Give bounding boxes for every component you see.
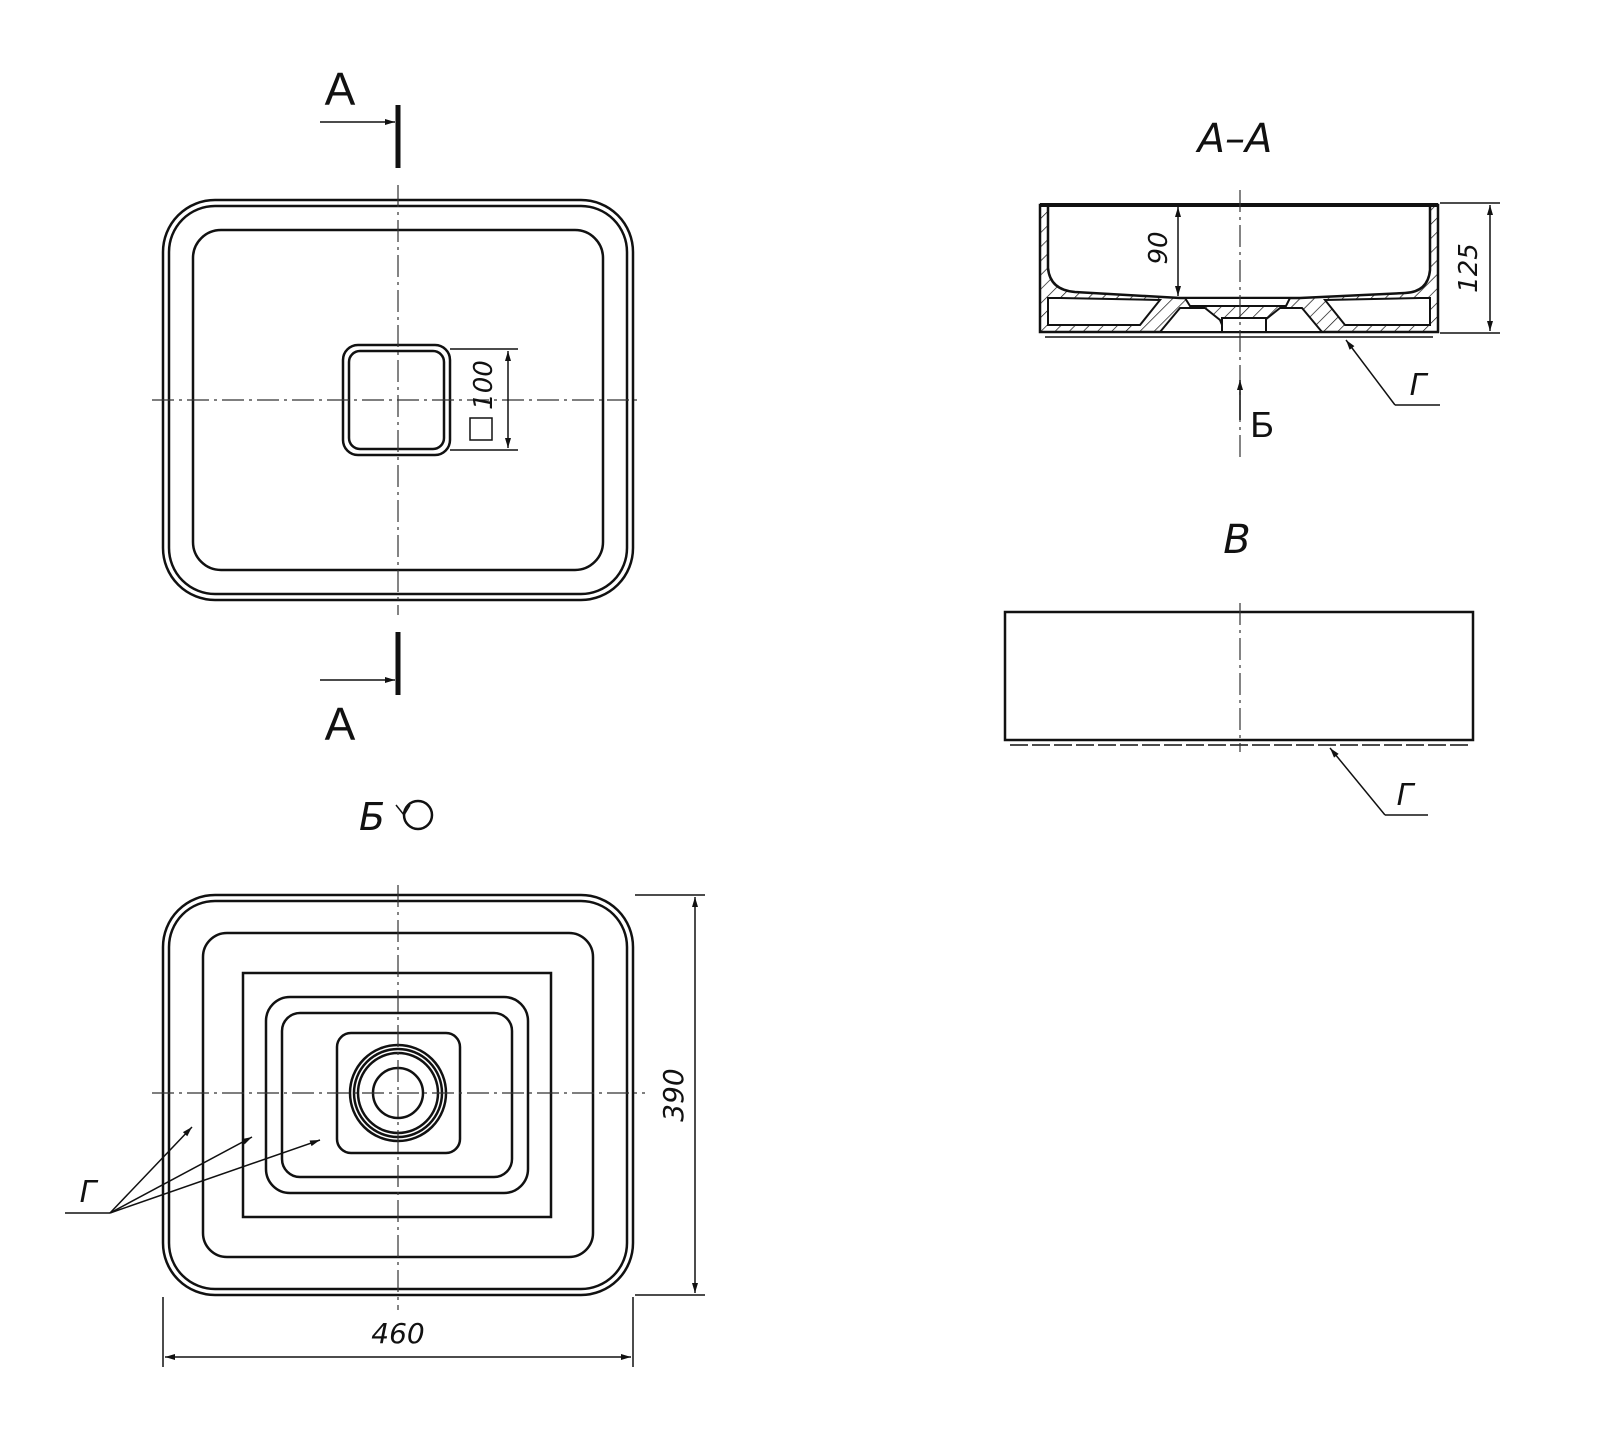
bottom-width-dimension: 460 (371, 1317, 424, 1350)
depth-dimension: 90 (1144, 231, 1174, 264)
section-view: А–А 90 125 Г Б (1038, 116, 1500, 460)
square-symbol-icon (469, 417, 493, 441)
side-view-title: В (1223, 517, 1250, 563)
side-view: В Г (1003, 517, 1475, 816)
leader-label: Г (1410, 368, 1429, 403)
section-mark-top: А (325, 63, 356, 115)
drain-dimension: 100 (469, 360, 499, 410)
rotation-symbol-icon (395, 799, 434, 831)
side-leader-label: Г (1397, 778, 1416, 813)
bottom-view-title: Б (359, 795, 385, 839)
bottom-leader-label: Г (80, 1175, 99, 1210)
bottom-view: Б 390 460 Г (65, 795, 705, 1367)
view-arrow-label: Б (1250, 404, 1274, 445)
bottom-height-dimension: 390 (657, 1068, 690, 1121)
section-mark-bottom: А (325, 698, 356, 750)
plan-view: А А 100 (152, 63, 642, 750)
section-title: А–А (1195, 116, 1273, 162)
height-dimension: 125 (1454, 243, 1484, 293)
